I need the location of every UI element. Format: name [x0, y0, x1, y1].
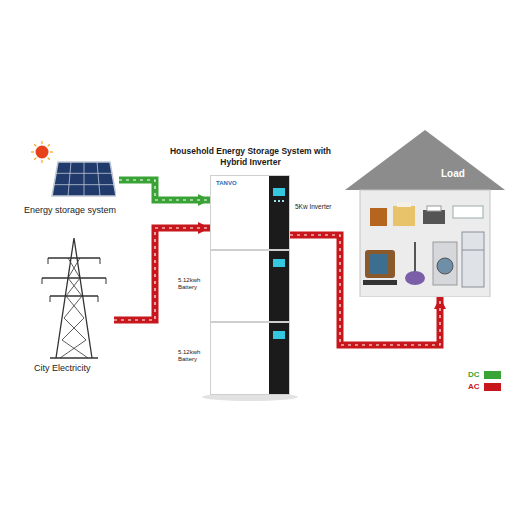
battery-box: 5.12kwh Battery	[210, 250, 290, 322]
device-side-panel	[269, 176, 289, 249]
brand-logo: TANVO	[216, 180, 237, 186]
house-load: Load	[345, 130, 505, 297]
indicator-light	[274, 200, 276, 202]
power-tower-icon	[34, 236, 114, 360]
indicator-light	[282, 200, 284, 202]
legend-label: AC	[468, 382, 484, 392]
legend-entry: DC	[468, 370, 501, 380]
inverter-box: TANVO5Kw Inverter	[210, 175, 290, 250]
load-label: Load	[441, 168, 465, 179]
status-screen	[273, 331, 285, 339]
status-screen	[273, 188, 285, 196]
power-tower-node: City Electricity	[34, 236, 114, 376]
device-side-panel	[269, 323, 289, 394]
diagram-title: Household Energy Storage System with Hyb…	[168, 146, 333, 167]
node-label: City Electricity	[34, 363, 91, 373]
power-flow-line	[114, 228, 210, 320]
legend-label: DC	[468, 370, 484, 380]
legend-entry: AC	[468, 382, 501, 392]
solar-panel-node: Energy storage system	[24, 140, 119, 218]
device-label: 5.12kwh Battery	[178, 349, 208, 363]
power-flow-line	[119, 180, 210, 200]
node-label: Energy storage system	[24, 205, 116, 215]
indicator-light	[278, 200, 280, 202]
status-screen	[273, 259, 285, 267]
device-label: 5.12kwh Battery	[178, 277, 208, 291]
device-side-panel	[269, 251, 289, 321]
legend-swatch	[484, 371, 501, 379]
legend-swatch	[484, 383, 501, 391]
device-label: 5Kw Inverter	[295, 203, 332, 210]
solar-panel-icon	[24, 140, 116, 202]
battery-box: 5.12kwh Battery	[210, 322, 290, 395]
house-illustration	[345, 130, 505, 297]
